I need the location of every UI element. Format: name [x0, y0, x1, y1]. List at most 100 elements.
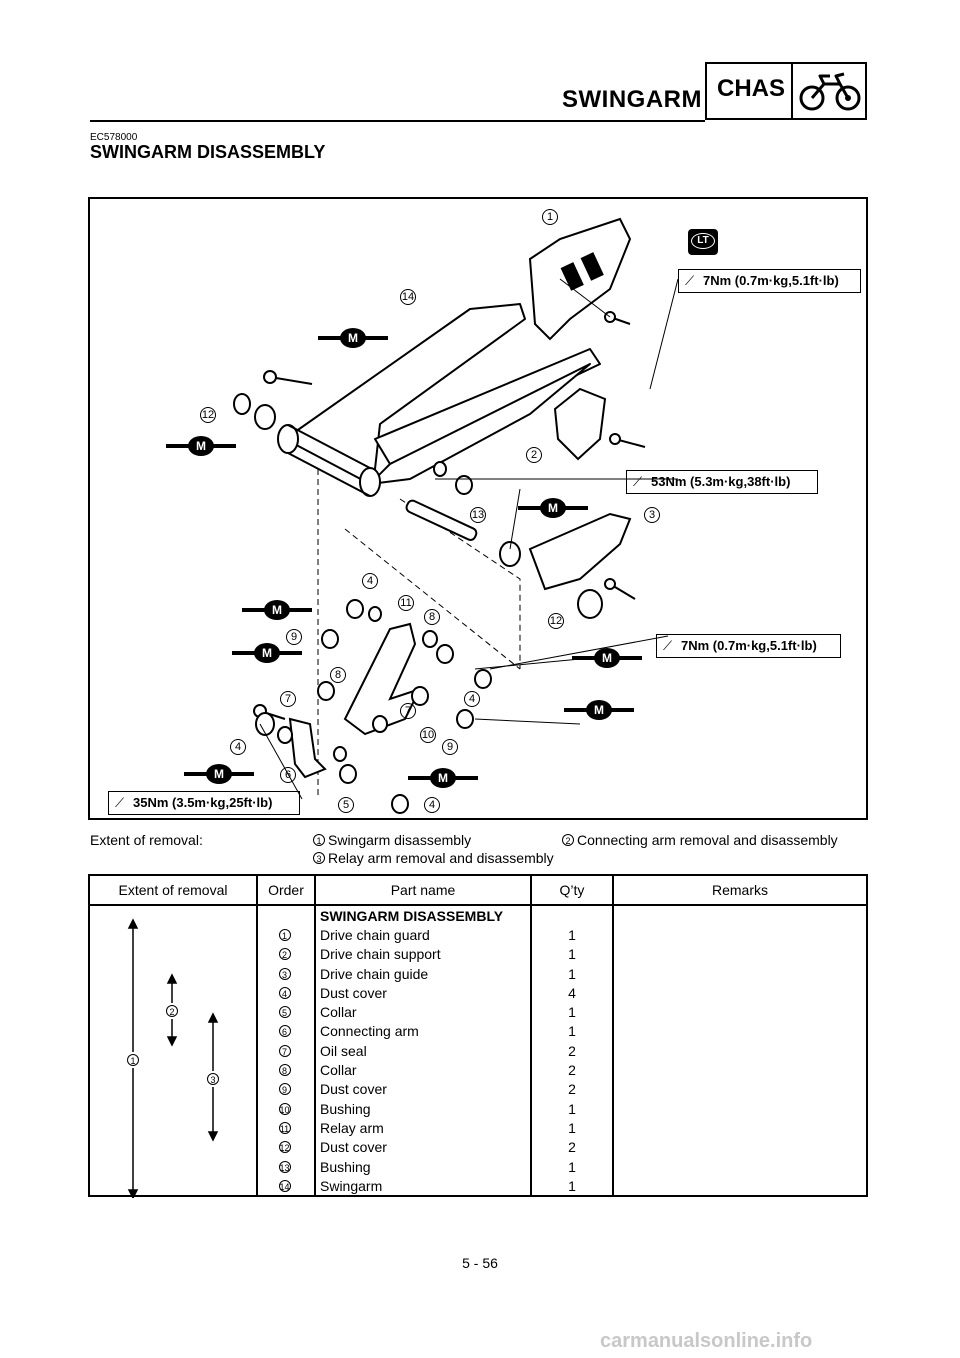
lt-label: LT	[691, 233, 715, 249]
part-remarks	[612, 1041, 868, 1061]
grease-badge: M	[166, 435, 238, 457]
column-header: Extent of removal	[88, 874, 258, 906]
part-qty: 1	[530, 944, 614, 964]
order-number: 2	[278, 948, 291, 961]
torque-label: ⟋7Nm (0.7m·kg,5.1ft·lb)	[656, 634, 841, 658]
part-callout: 12	[548, 613, 564, 629]
grease-badge: M	[518, 497, 590, 519]
part-name: Dust cover	[314, 1137, 532, 1157]
order-number: 8	[278, 1064, 291, 1077]
part-callout: 11	[398, 595, 414, 611]
part-remarks	[612, 963, 868, 984]
torque-label: ⟋53Nm (5.3m·kg,38ft·lb)	[626, 470, 818, 494]
part-qty: 1	[530, 925, 614, 945]
part-qty: 1	[530, 1176, 614, 1198]
parts-table: Extent of removal Order Part name Q’ty R…	[88, 874, 868, 1198]
section-tab	[705, 62, 867, 120]
section-row-label: SWINGARM DISASSEMBLY	[314, 905, 532, 926]
part-callout: 6	[280, 767, 296, 783]
part-qty: 1	[530, 1156, 614, 1177]
watermark: carmanualsonline.info	[600, 1330, 813, 1352]
page-header-title: SWINGARM	[562, 86, 702, 113]
section-title: SWINGARM DISASSEMBLY	[90, 142, 326, 162]
part-name: Connecting arm	[314, 1021, 532, 1042]
part-remarks	[612, 1079, 868, 1099]
part-callout: 9	[442, 739, 458, 755]
part-name: Dust cover	[314, 1079, 532, 1099]
part-name: Oil seal	[314, 1041, 532, 1061]
part-callout: 5	[338, 797, 354, 813]
extent-label: Extent of removal:	[90, 832, 203, 848]
grease-label: M	[206, 764, 232, 784]
extent-arrows	[127, 918, 219, 1198]
section-tab-divider	[791, 62, 793, 120]
part-name: Relay arm	[314, 1118, 532, 1138]
part-name: Dust cover	[314, 983, 532, 1003]
part-callout: 7	[280, 691, 296, 707]
grease-label: M	[254, 643, 280, 663]
part-remarks	[612, 925, 868, 945]
grease-badge: M	[564, 699, 636, 721]
part-remarks	[612, 1002, 868, 1022]
order-number: 1	[278, 928, 291, 941]
order-number: 14	[278, 1179, 291, 1192]
part-callout: 8	[330, 667, 346, 683]
part-name: Bushing	[314, 1156, 532, 1177]
grease-label: M	[430, 768, 456, 788]
extent-marker: 2	[166, 1003, 178, 1019]
part-remarks	[612, 983, 868, 1003]
part-callout: 8	[424, 609, 440, 625]
part-name: Drive chain guide	[314, 963, 532, 984]
grease-badge: M	[572, 647, 644, 669]
grease-label: M	[594, 648, 620, 668]
grease-badge: M	[232, 642, 304, 664]
part-callout: 10	[420, 727, 436, 743]
header-rule	[90, 120, 705, 122]
part-callout: 4	[230, 739, 246, 755]
part-callout: 2	[526, 447, 542, 463]
order-number: 13	[278, 1160, 291, 1173]
part-remarks	[612, 1118, 868, 1138]
extent-marker: 3	[207, 1071, 219, 1087]
order-number: 11	[278, 1121, 291, 1134]
part-callout: 4	[362, 573, 378, 589]
grease-badge: M	[184, 763, 256, 785]
part-qty: 1	[530, 1002, 614, 1022]
order-number: 4	[278, 986, 291, 999]
motorcycle-icon	[799, 72, 861, 111]
part-name: Collar	[314, 1002, 532, 1022]
order-number: 5	[278, 1006, 291, 1019]
part-remarks	[612, 1021, 868, 1042]
part-qty: 1	[530, 1021, 614, 1042]
extent-marker: 1	[127, 1052, 139, 1068]
column-header: Order	[256, 874, 316, 906]
grease-label: M	[540, 498, 566, 518]
torque-value: 7Nm (0.7m·kg,5.1ft·lb)	[703, 273, 839, 288]
extent-text: Connecting arm removal and disassembly	[577, 832, 838, 848]
part-qty: 1	[530, 1098, 614, 1119]
column-header: Remarks	[612, 874, 868, 906]
table-section-row: 1 2 3 SWINGARM DISASSEMBLY	[88, 905, 868, 1198]
torque-wrench-icon: ⟋	[663, 638, 673, 653]
exploded-diagram: ⟋7Nm (0.7m·kg,5.1ft·lb) ⟋53Nm (5.3m·kg,3…	[88, 197, 868, 820]
part-name: Swingarm	[314, 1176, 532, 1198]
part-qty: 1	[530, 1118, 614, 1138]
extent-number: 1	[313, 834, 325, 846]
column-header: Part name	[314, 874, 532, 906]
part-name: Collar	[314, 1060, 532, 1080]
torque-value: 35Nm (3.5m·kg,25ft·lb)	[133, 795, 273, 810]
grease-badge: M	[318, 327, 390, 349]
part-callout: 12	[200, 407, 216, 423]
part-remarks	[612, 1137, 868, 1157]
